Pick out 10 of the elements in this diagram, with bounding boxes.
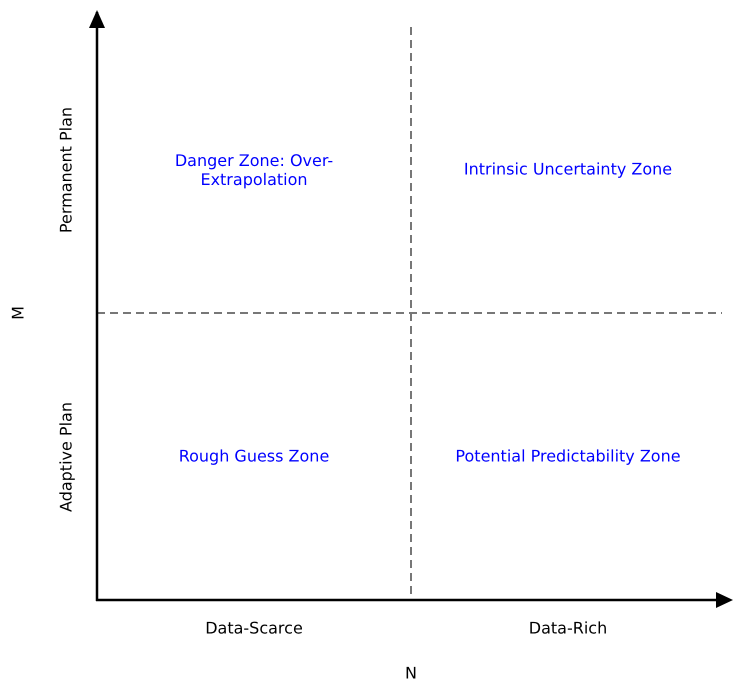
quadrant-label: Potential Predictability Zone <box>455 446 681 466</box>
quadrant-label: Rough Guess Zone <box>178 446 330 466</box>
axis-label: Data-Rich <box>528 618 608 638</box>
axis-label: Adaptive Plan <box>56 402 76 512</box>
axis-label: Permanent Plan <box>56 106 76 234</box>
axis-label: Data-Scarce <box>205 618 303 638</box>
axis-title: M <box>8 306 28 320</box>
axis-title: N <box>405 664 417 682</box>
quadrant-label: Intrinsic Uncertainty Zone <box>464 160 672 178</box>
quadrant-label: Danger Zone: Over-Extrapolation <box>174 151 334 189</box>
